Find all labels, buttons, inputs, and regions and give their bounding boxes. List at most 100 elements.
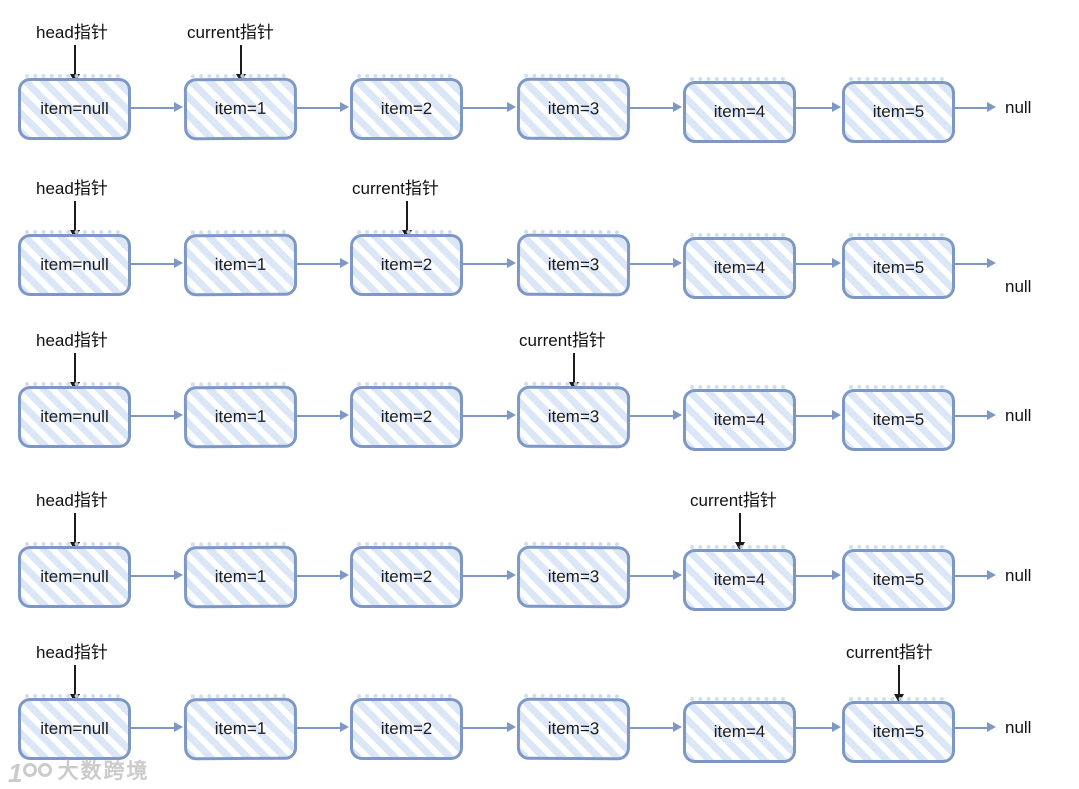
link-arrow-icon (297, 722, 349, 732)
node-label: item=3 (547, 406, 600, 427)
link-arrow-icon (796, 102, 841, 112)
link-arrow-icon (131, 258, 183, 268)
list-node: item=null (18, 230, 131, 296)
node-label: item=3 (547, 566, 600, 587)
link-arrow-icon (796, 258, 841, 268)
head-down-arrow-icon (70, 353, 80, 391)
link-arrow-icon (131, 722, 183, 732)
node-label: item=4 (713, 722, 766, 741)
node-label: item=4 (713, 258, 766, 277)
list-node: item=3 (516, 385, 631, 449)
list-node: item=4 (683, 545, 796, 611)
node-label: item=1 (214, 406, 267, 427)
head-down-arrow-icon (70, 201, 80, 239)
watermark-logo-ring-icon (38, 763, 53, 777)
list-node: item=1 (183, 545, 298, 609)
current-pointer-label: current指针 (187, 23, 274, 42)
link-arrow-icon (955, 410, 996, 420)
watermark-text: 大数跨境 (57, 760, 150, 783)
list-row: head指针 current指针 item=null item=1 item=2… (0, 326, 1079, 478)
node-label: item=null (40, 99, 109, 118)
link-arrow-icon (630, 722, 682, 732)
list-node: item=1 (183, 385, 298, 449)
link-arrow-icon (297, 570, 349, 580)
list-row: head指针 current指针 item=null item=1 item=2… (0, 18, 1079, 170)
link-arrow-icon (463, 102, 516, 112)
list-node: item=5 (842, 233, 955, 299)
list-node: item=4 (683, 77, 796, 143)
current-down-arrow-icon (569, 353, 579, 391)
link-arrow-icon (630, 102, 682, 112)
current-down-arrow-icon (236, 45, 246, 83)
node-label: item=5 (872, 258, 925, 277)
list-node: item=2 (350, 694, 463, 760)
head-pointer-label: head指针 (36, 331, 108, 350)
link-arrow-icon (955, 102, 996, 112)
list-node: item=2 (350, 542, 463, 608)
list-node: item=2 (350, 74, 463, 140)
node-label: item=2 (380, 567, 433, 586)
link-arrow-icon (463, 570, 516, 580)
node-label: item=4 (713, 102, 766, 121)
link-arrow-icon (955, 722, 996, 732)
link-arrow-icon (796, 570, 841, 580)
list-node: item=2 (350, 382, 463, 448)
list-node: item=1 (183, 233, 298, 297)
list-node: item=3 (516, 233, 631, 297)
link-arrow-icon (463, 410, 516, 420)
link-arrow-icon (463, 722, 516, 732)
link-arrow-icon (796, 722, 841, 732)
current-pointer-label: current指针 (690, 491, 777, 510)
null-terminator-label: null (1005, 718, 1032, 737)
list-node: item=3 (516, 545, 631, 609)
list-node: item=5 (842, 77, 955, 143)
link-arrow-icon (131, 102, 183, 112)
list-node: item=2 (350, 230, 463, 296)
link-arrow-icon (955, 258, 996, 268)
node-label: item=2 (380, 407, 433, 426)
list-node: item=null (18, 382, 131, 448)
node-label: item=1 (214, 566, 267, 587)
list-node: item=3 (516, 77, 631, 141)
list-node: item=null (18, 74, 131, 140)
current-down-arrow-icon (402, 201, 412, 239)
current-pointer-label: current指针 (352, 179, 439, 198)
list-row: head指针 current指针 item=null item=1 item=2… (0, 486, 1079, 638)
watermark-logo-digit: 1 (8, 758, 23, 788)
link-arrow-icon (630, 258, 682, 268)
link-arrow-icon (630, 570, 682, 580)
node-label: item=3 (547, 718, 600, 739)
list-node: item=3 (516, 697, 631, 761)
link-arrow-icon (131, 410, 183, 420)
node-label: item=null (40, 567, 109, 586)
list-node: item=null (18, 694, 131, 760)
head-pointer-label: head指针 (36, 491, 108, 510)
node-label: item=5 (872, 410, 925, 429)
link-arrow-icon (955, 570, 996, 580)
head-pointer-label: head指针 (36, 643, 108, 662)
head-down-arrow-icon (70, 513, 80, 551)
current-down-arrow-icon (894, 665, 904, 703)
node-label: item=5 (872, 102, 925, 121)
node-label: item=4 (713, 410, 766, 429)
list-node: item=4 (683, 697, 796, 763)
head-down-arrow-icon (70, 665, 80, 703)
node-label: item=5 (872, 570, 925, 589)
current-pointer-label: current指针 (846, 643, 933, 662)
current-down-arrow-icon (735, 513, 745, 551)
null-terminator-label: null (1005, 566, 1032, 585)
watermark-logo-icon: 1 (8, 758, 53, 788)
head-pointer-label: head指针 (36, 179, 108, 198)
node-label: item=1 (214, 98, 267, 119)
node-label: item=3 (547, 98, 600, 119)
link-arrow-icon (463, 258, 516, 268)
list-row: head指针 current指针 item=null item=1 item=2… (0, 638, 1079, 789)
list-node: item=1 (183, 697, 298, 761)
node-label: item=2 (380, 255, 433, 274)
link-arrow-icon (297, 258, 349, 268)
list-node: item=5 (842, 545, 955, 611)
list-node: item=4 (683, 385, 796, 451)
node-label: item=null (40, 255, 109, 274)
node-label: item=1 (214, 254, 267, 275)
null-terminator-label: null (1005, 98, 1032, 117)
